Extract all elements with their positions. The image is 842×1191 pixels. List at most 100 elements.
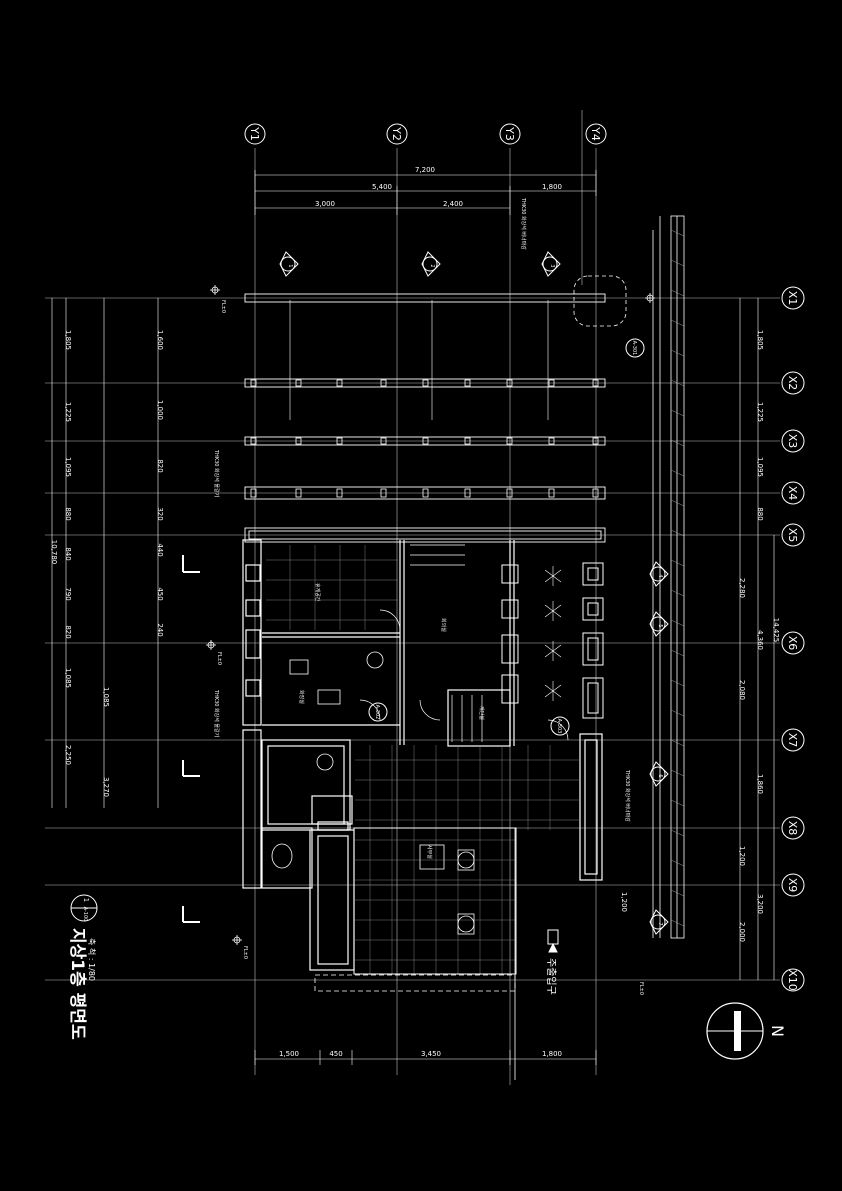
room-label-meeting: 회의실 [440, 618, 447, 632]
lower-room-outline [353, 827, 517, 975]
dim-top-row2-a: 5,400 [372, 183, 392, 191]
material-note-2: THK30 화강석 버너마감 [520, 197, 527, 250]
dim-left-inner-1: 1,600 [156, 330, 164, 350]
section-marker-2: 2 [429, 264, 435, 267]
dim-left-inner-5: 440 [156, 543, 164, 556]
dim-right-sub-2: 3,200 [756, 894, 764, 914]
dim-left-outer-4: 880 [64, 507, 72, 520]
grid-label-y2: Y2 [390, 126, 403, 141]
right-dimension-lines [739, 298, 775, 980]
y-grid-bubbles [244, 123, 607, 145]
grid-label-y3: Y3 [503, 126, 516, 141]
window-frames [501, 562, 604, 719]
grid-label-x8: X8 [786, 821, 799, 836]
dim-right-sub-1: 4,360 [756, 630, 764, 650]
dim-right-overall: 14,425 [772, 618, 780, 643]
dim-left-outer-9: 2,250 [64, 745, 72, 765]
dim-left-inner-8: 1,085 [102, 687, 110, 707]
dim-bottom-b: 450 [329, 1050, 342, 1058]
grid-label-x3: X3 [786, 434, 799, 449]
dim-right-chain-3: 1,095 [756, 457, 764, 477]
dim-right-chain-5: 2,280 [738, 578, 746, 598]
room-label-entrance: 주출입구 [545, 958, 558, 995]
section-marker-circles [280, 256, 666, 930]
section-mark-symbol [70, 894, 98, 922]
sheet-ref-2: A-302 [374, 705, 380, 720]
canopy-outline [314, 974, 516, 992]
dim-top-overall: 7,200 [415, 166, 435, 174]
dim-right-chain-1: 1,805 [756, 330, 764, 350]
north-arrow [706, 1002, 764, 1060]
revision-cloud [573, 275, 627, 327]
dim-left-inner-6: 450 [156, 587, 164, 600]
level-tag-symbols [206, 285, 655, 945]
level-tag-1: FL±0 [220, 300, 226, 313]
stair-lines [410, 544, 483, 742]
dim-left-outer-3: 1,095 [64, 457, 72, 477]
pergola-posts [250, 379, 599, 498]
level-tag-2: FL±0 [216, 652, 222, 665]
dim-left-outer-7: 820 [64, 625, 72, 638]
dim-left-outer-8: 1,085 [64, 668, 72, 688]
dim-right-small: 1,200 [620, 892, 628, 912]
grid-label-x5: X5 [786, 528, 799, 543]
level-tag-3: FL±0 [242, 946, 248, 959]
grid-label-x10: X10 [786, 969, 799, 991]
room-label-stair: 계단실 [478, 706, 485, 720]
furniture-chairs [419, 844, 475, 935]
section-marker-3: 3 [549, 264, 555, 267]
section-marker-6: 6 [657, 774, 663, 777]
section-mark-sheet: A-100 [82, 907, 88, 922]
fence-hatch [670, 229, 685, 927]
dim-left-outer-5: 840 [64, 547, 72, 560]
dim-right-chain-6: 2,080 [738, 680, 746, 700]
dim-top-row3-a: 3,000 [315, 200, 335, 208]
plant-symbols [544, 566, 562, 701]
sheet-title: 지상1층 평면도 [67, 928, 87, 1040]
dim-right-chain-9: 2,000 [738, 922, 746, 942]
bottom-dimension-lines [254, 1050, 597, 1065]
section-marker-5: 5 [657, 624, 663, 627]
floor-tile-grid [266, 545, 580, 975]
x-grid-bubbles [781, 286, 805, 992]
dim-right-chain-2: 1,225 [756, 402, 764, 422]
dim-right-chain-8: 1,200 [738, 846, 746, 866]
dim-bottom-a: 1,500 [279, 1050, 299, 1058]
dim-right-chain-7: 1,860 [756, 774, 764, 794]
dim-left-outer-6: 790 [64, 587, 72, 600]
material-note-4: THK30 화강석 버너마감 [624, 769, 631, 822]
section-marker-1: 1 [287, 264, 293, 267]
grid-label-x2: X2 [786, 376, 799, 391]
north-label: N [768, 1025, 787, 1037]
boundary-fence [652, 215, 685, 939]
section-marker-4: 4 [657, 574, 663, 577]
grid-label-x7: X7 [786, 733, 799, 748]
dim-left-inner-2: 1,000 [156, 400, 164, 420]
exterior-walls [242, 539, 603, 971]
level-tag-4: FL±0 [638, 982, 644, 995]
pergola-beams [244, 293, 606, 543]
room-label-office: 사무실 [426, 845, 433, 859]
dim-left-inner-3: 820 [156, 459, 164, 472]
dim-left-outer-1: 1,805 [64, 330, 72, 350]
sheet-scale: 축 척 : 1/80 [87, 938, 96, 981]
door-swings [359, 609, 569, 741]
dim-top-row2-b: 1,800 [542, 183, 562, 191]
x-grid-lines [45, 297, 780, 981]
section-cut-marks [182, 555, 200, 923]
room-label-restroom: 화장실 [298, 690, 305, 704]
material-note-3: THK30 화강석 물갈기 [213, 689, 220, 737]
section-marker-7: 7 [657, 922, 663, 925]
section-marker-diamonds [279, 251, 669, 935]
dim-left-inner-lower: 3,270 [102, 777, 110, 797]
plumbing-fixtures [271, 651, 384, 869]
section-mark-number: 1 [82, 898, 90, 902]
dim-left-overall: 10,780 [50, 540, 58, 565]
pergola-ticks [289, 300, 549, 420]
grid-label-y1: Y1 [248, 126, 261, 141]
room-label-lounge: 휴게공간 [314, 583, 321, 602]
entrance-arrow [547, 929, 559, 953]
top-dimension-lines [254, 170, 597, 215]
grid-label-x1: X1 [786, 291, 799, 306]
